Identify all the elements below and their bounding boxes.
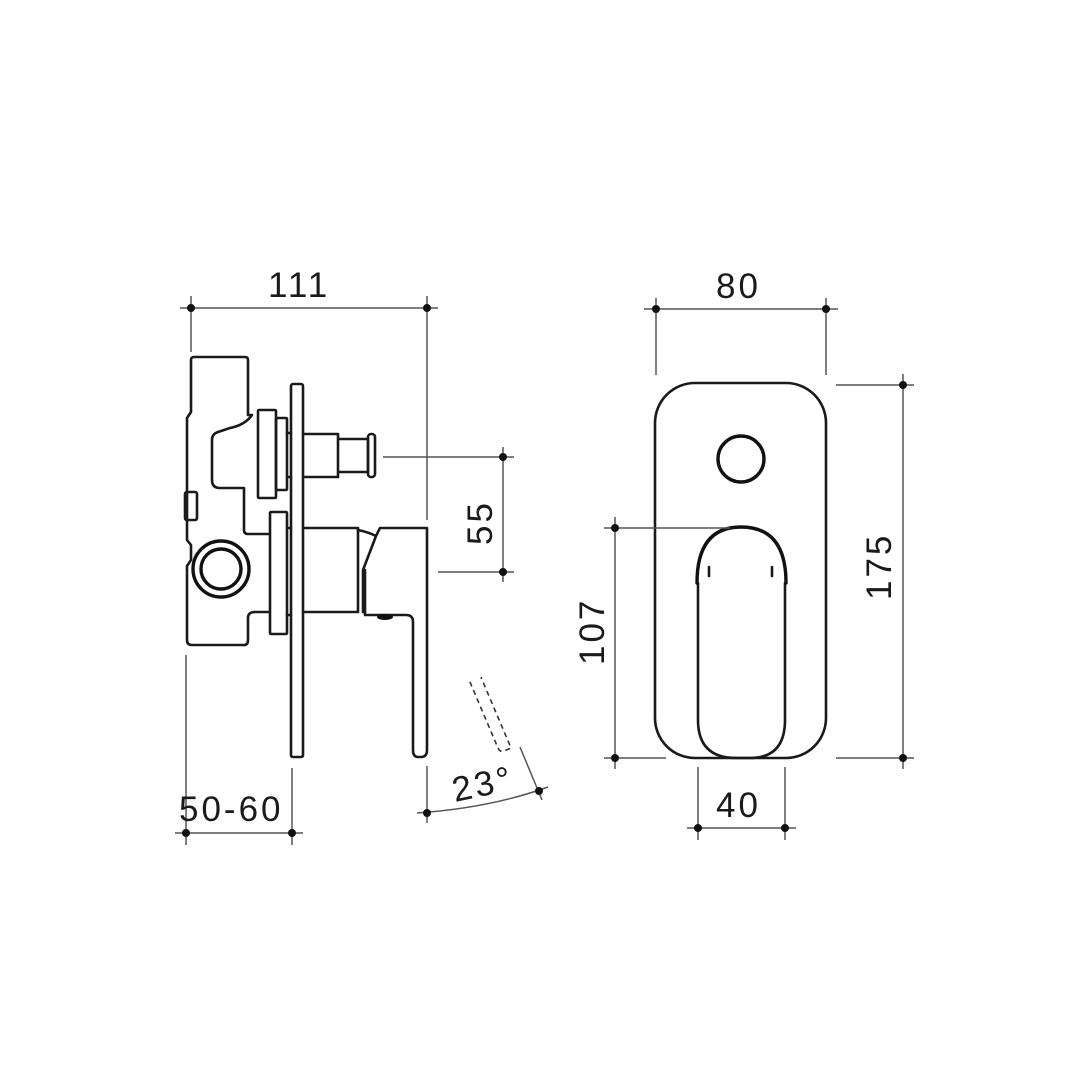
lever-handle-side [356, 526, 429, 759]
dim-107-dot-top [611, 524, 619, 532]
lever-handle-front [696, 581, 787, 760]
dim-55-label: 55 [461, 500, 500, 545]
dim-175-dot-bottom [899, 754, 907, 762]
body-clip [183, 490, 199, 522]
dim-angle-dot-right [535, 787, 543, 795]
dim-50-60-dot-left [182, 829, 190, 837]
diverter-flange [256, 408, 278, 500]
dim-175-dot-top [899, 381, 907, 389]
dim-50-60-dot-right [288, 829, 296, 837]
dim-55-dot-top [499, 453, 507, 461]
lever-rotated-ghost [469, 676, 513, 753]
dim-107-dot-bottom [611, 754, 619, 762]
dim-40-label: 40 [716, 786, 761, 825]
front-view: 80 175 107 40 [573, 267, 914, 840]
dim-angle-label: 23° [449, 759, 518, 810]
inlet-port-inner-ring [199, 547, 243, 591]
mixer-flange [268, 510, 289, 636]
lever-screw [377, 614, 393, 620]
dim-angle-arc [416, 786, 549, 814]
mixer-sleeve [285, 526, 360, 617]
side-view: 111 55 50-60 23° [175, 266, 549, 845]
dim-175-label: 175 [860, 533, 899, 600]
diverter-button-front [716, 434, 766, 484]
dim-111-dot-right [423, 304, 431, 312]
cover-plate [653, 381, 828, 760]
diverter-button [366, 432, 377, 479]
dim-40-dot-right [781, 824, 789, 832]
dim-40-dot-left [694, 824, 702, 832]
inlet-port-outer-ring [191, 539, 251, 599]
lever-handle-top [695, 525, 788, 585]
dim-50-60-label: 50-60 [179, 790, 284, 829]
diverter-spindle [285, 431, 370, 479]
wall-plate-side [289, 382, 305, 759]
valve-body-outline [185, 355, 270, 647]
dim-111-label: 111 [268, 266, 330, 305]
diverter-collar [274, 416, 289, 492]
dim-107-label: 107 [573, 598, 612, 665]
dim-80-label: 80 [716, 267, 761, 306]
dim-55-dot-bottom [499, 568, 507, 576]
dim-80-dot-right [822, 305, 830, 313]
dim-111-dot-left [187, 304, 195, 312]
dim-80-dot-left [652, 305, 660, 313]
dim-angle-dot-left [423, 809, 431, 817]
